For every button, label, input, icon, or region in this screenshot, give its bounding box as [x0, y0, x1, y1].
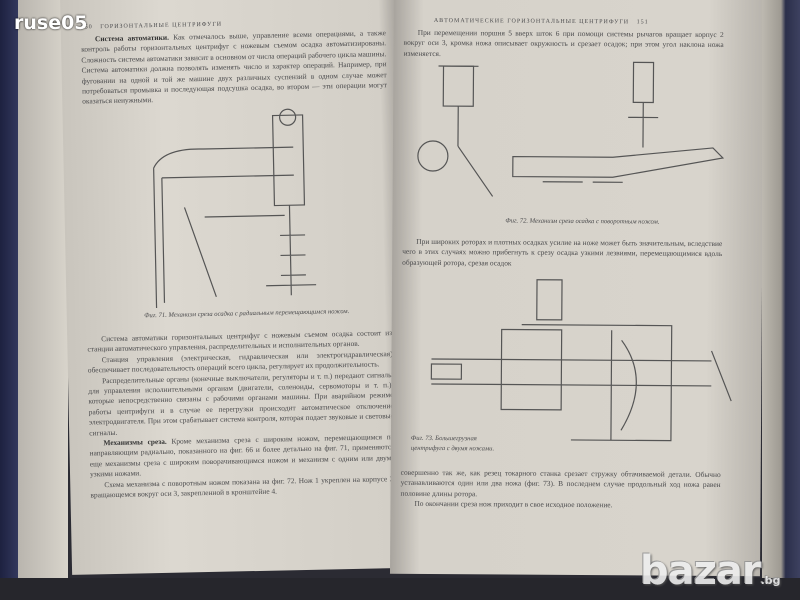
user-watermark: ruse05	[14, 12, 88, 34]
left-page-header: 150 ГОРИЗОНТАЛЬНЫЕ ЦЕНТРИФУГИ	[81, 20, 223, 33]
body-text: Система автоматики горизонтальных центри…	[87, 328, 395, 501]
paragraph: Распределительные органы (конечные выклю…	[88, 369, 394, 438]
paragraph: По окончании среза нож приходит в свое и…	[414, 499, 613, 510]
section-heading: Механизмы среза.	[103, 436, 167, 448]
paragraph: совершенно так же, как резец токарного с…	[400, 467, 721, 499]
running-head: АВТОМАТИЧЕСКИЕ ГОРИЗОНТАЛЬНЫЕ ЦЕНТРИФУГИ	[433, 17, 630, 26]
page-edges-right	[762, 0, 800, 585]
figure-72-drawing	[417, 61, 725, 197]
site-watermark-name: bazar	[640, 548, 762, 594]
paragraph-text: При широких роторах и плотных осадках ус…	[402, 236, 723, 268]
left-page: 150 ГОРИЗОНТАЛЬНЫЕ ЦЕНТРИФУГИ Система ав…	[60, 0, 408, 575]
running-head: ГОРИЗОНТАЛЬНЫЕ ЦЕНТРИФУГИ	[100, 21, 223, 31]
paragraph: При широких роторах и плотных осадках ус…	[402, 237, 722, 270]
page-edges-left	[18, 0, 68, 580]
figure-73-drawing	[430, 279, 732, 442]
figure-caption: Фиг. 73. Большегрузная центрифуга с двум…	[410, 434, 495, 453]
section-heading: Система автоматики.	[94, 32, 170, 44]
right-page-header: АВТОМАТИЧЕСКИЕ ГОРИЗОНТАЛЬНЫЕ ЦЕНТРИФУГИ…	[434, 16, 649, 28]
site-watermark-logo: bazar.bg	[640, 548, 781, 594]
figure-caption: Фиг. 71. Механизм среза осадка с радиаль…	[144, 308, 350, 320]
figure-71-drawing	[153, 108, 317, 309]
body-text: совершенно так же, как резец токарного с…	[400, 467, 721, 512]
figure-caption: Фиг. 72. Механизм среза осадка с поворот…	[505, 217, 660, 226]
table-surface	[0, 578, 800, 600]
site-watermark-tld: .bg	[760, 574, 781, 587]
right-page: АВТОМАТИЧЕСКИЕ ГОРИЗОНТАЛЬНЫЕ ЦЕНТРИФУГИ…	[389, 0, 765, 577]
page-number: 151	[636, 19, 649, 26]
paragraph: Система автоматики. Как отмечалось выше,…	[81, 28, 387, 107]
